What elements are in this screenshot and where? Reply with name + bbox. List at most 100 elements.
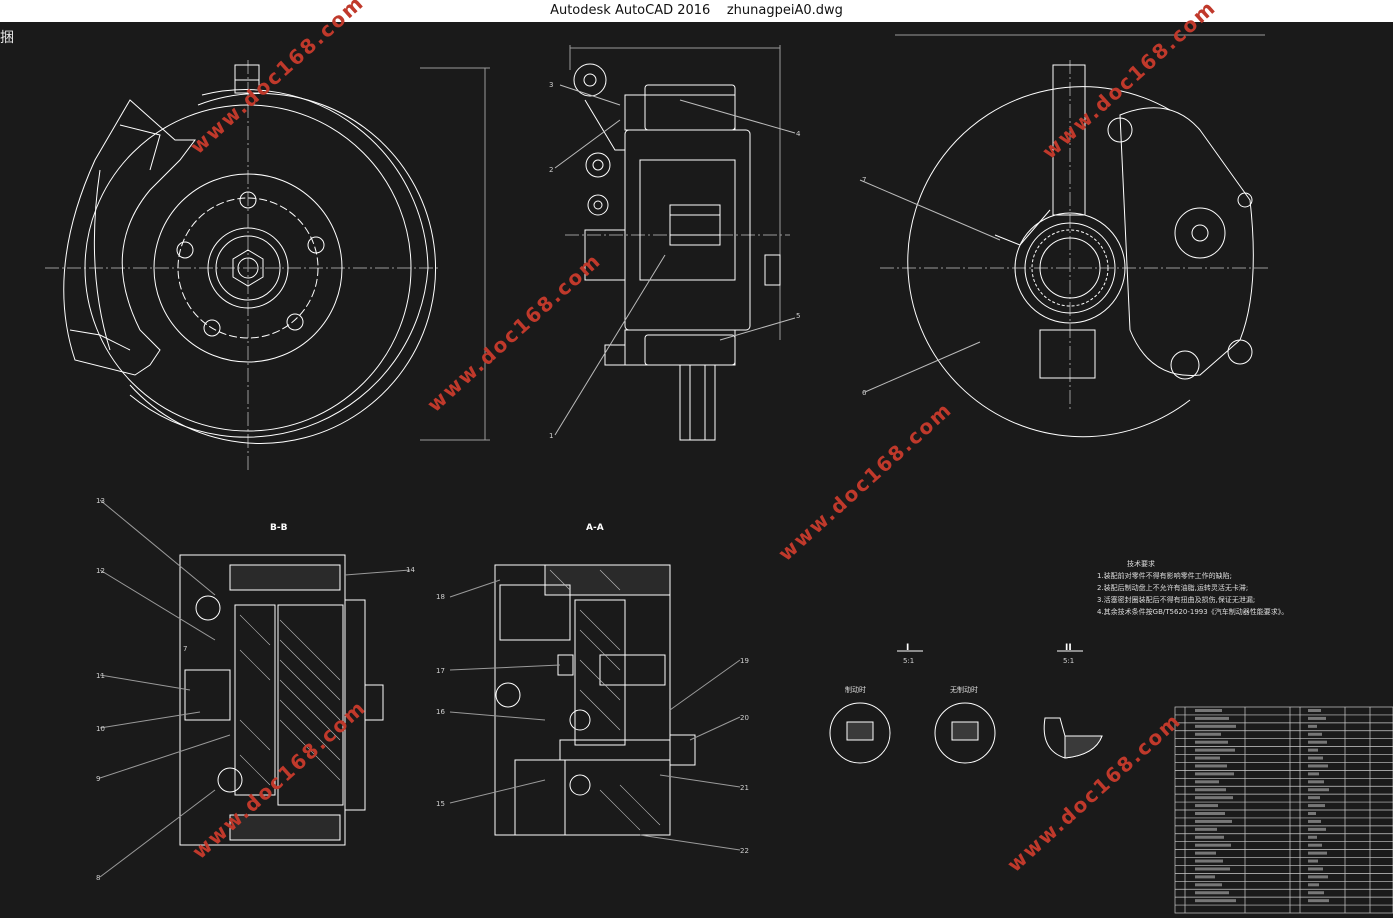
- title-block-cell-text: [1308, 835, 1317, 839]
- part-label-17: 17: [436, 667, 445, 675]
- title-block-cell-text: [1308, 796, 1320, 800]
- title-block: [1174, 706, 1393, 914]
- title-block-cell-text: [1195, 827, 1217, 831]
- title-block-cell-text: [1308, 827, 1326, 831]
- part-label-14: 14: [406, 566, 415, 574]
- title-block-cell-text: [1308, 724, 1317, 728]
- detail-1-mark: I: [906, 643, 909, 653]
- section-aa: [449, 564, 741, 851]
- title-block-cell-text: [1308, 709, 1321, 712]
- part-label-21: 21: [740, 784, 749, 792]
- front-view: [45, 60, 490, 470]
- title-block-cell-text: [1308, 883, 1319, 887]
- title-block-cell-text: [1195, 732, 1221, 736]
- title-block-cell-text: [1195, 819, 1232, 823]
- tech-req-item-1: 1.装配前对零件不得有影响零件工作的缺陷;: [1097, 571, 1232, 580]
- side-view: [554, 45, 796, 441]
- title-block-cell-text: [1195, 764, 1227, 768]
- detail-3-mark: II: [1065, 643, 1072, 653]
- part-label-12: 12: [96, 567, 105, 575]
- title-block-cell-text: [1308, 764, 1328, 768]
- part-label-7: 7: [862, 176, 866, 184]
- part-label-3: 3: [549, 81, 553, 89]
- section-bb: [99, 499, 411, 878]
- part-label-7b: 7: [183, 645, 187, 653]
- detail-3-scale: 5:1: [1063, 657, 1074, 665]
- title-block-cell-text: [1195, 851, 1216, 855]
- title-block-cell-text: [1308, 843, 1322, 847]
- part-label-18: 18: [436, 593, 445, 601]
- title-block-cell-text: [1195, 716, 1229, 720]
- title-block-cell-text: [1308, 740, 1327, 744]
- tech-req-item-4: 4.其余技术条件按GB/T5620-1993《汽车制动器性能要求》。: [1097, 607, 1288, 616]
- watermark-3: www.doc168.com: [1037, 0, 1221, 164]
- detail-1-scale: 5:1: [903, 657, 914, 665]
- part-label-8: 8: [96, 874, 100, 882]
- part-label-19: 19: [740, 657, 749, 665]
- title-block-cell-text: [1195, 835, 1224, 839]
- title-block-cell-text: [1195, 859, 1223, 863]
- section-bb-labels: B-B 13 12 11 10 9 8 14 7: [96, 497, 415, 882]
- part-label-10: 10: [96, 725, 105, 733]
- title-block-cell-text: [1308, 851, 1327, 855]
- title-block-cell-text: [1308, 891, 1324, 895]
- technical-requirements: 技术要求 1.装配前对零件不得有影响零件工作的缺陷; 2.装配后制动盘上不允许有…: [1097, 559, 1288, 616]
- title-block-cell-text: [1195, 788, 1226, 792]
- title-block-cell-text: [1195, 804, 1218, 808]
- title-block-cell-text: [1195, 843, 1231, 847]
- detail-1-caption: 制动时: [845, 685, 866, 694]
- watermark-2: www.doc168.com: [422, 248, 606, 417]
- title-block-cell-text: [1195, 780, 1219, 784]
- title-block-cell-text: [1308, 819, 1321, 823]
- title-block-cell-text: [1195, 756, 1220, 760]
- title-block-cell-text: [1308, 788, 1329, 792]
- title-block-cell-text: [1195, 867, 1230, 871]
- title-block-cell-text: [1195, 772, 1234, 776]
- part-label-13: 13: [96, 497, 105, 505]
- title-block-cell-text: [1308, 772, 1319, 776]
- title-block-cell-text: [1195, 796, 1233, 800]
- title-block-cell-text: [1308, 812, 1316, 815]
- tech-req-item-3: 3.活塞密封圈装配后不得有扭曲及损伤,保证无泄漏;: [1097, 595, 1255, 604]
- part-label-5: 5: [796, 312, 800, 320]
- title-block-cell-text: [1195, 748, 1235, 752]
- side-view-labels: 3 2 4 5 1: [549, 81, 801, 440]
- title-block-cell-text: [1308, 859, 1318, 863]
- title-block-cell-text: [1195, 812, 1225, 815]
- section-aa-labels: A-A 18 17 16 15 19 20 21 22: [436, 523, 749, 855]
- part-label-20: 20: [740, 714, 749, 722]
- part-label-15: 15: [436, 800, 445, 808]
- title-block-cell-text: [1308, 867, 1323, 871]
- part-label-9: 9: [96, 775, 100, 783]
- title-block-cell-text: [1308, 804, 1325, 808]
- detail-2-caption: 无制动时: [950, 685, 978, 694]
- title-block-cell-text: [1195, 899, 1236, 903]
- tech-req-title: 技术要求: [1127, 559, 1155, 568]
- section-bb-title: B-B: [270, 523, 288, 533]
- title-block-cell-text: [1195, 875, 1215, 879]
- window-title: Autodesk AutoCAD 2016 zhunagpeiA0.dwg: [550, 3, 843, 18]
- title-block-cell-text: [1195, 740, 1228, 744]
- part-label-22: 22: [740, 847, 749, 855]
- watermark-4: www.doc168.com: [773, 397, 957, 566]
- detail-views: [829, 650, 1103, 764]
- title-block-cell-text: [1195, 724, 1236, 728]
- title-block-cell-text: [1308, 899, 1329, 903]
- title-block-cell-text: [1195, 891, 1229, 895]
- tech-req-item-2: 2.装配后制动盘上不允许有油脂,运转灵活无卡滞;: [1097, 583, 1248, 592]
- title-block-cell-text: [1195, 709, 1222, 712]
- watermark-6: www.doc168.com: [1002, 708, 1186, 877]
- title-block-cell-text: [1308, 748, 1318, 752]
- title-block-cell-text: [1308, 732, 1322, 736]
- part-label-6: 6: [862, 389, 867, 397]
- title-block-cell-text: [1308, 756, 1323, 760]
- part-label-2: 2: [549, 166, 553, 174]
- title-block-cell-text: [1195, 883, 1222, 887]
- title-block-cell-text: [1308, 780, 1324, 784]
- title-block-cell-text: [1308, 716, 1326, 720]
- part-label-4: 4: [796, 130, 801, 138]
- rear-view-labels: 7 6: [862, 176, 867, 397]
- part-label-16: 16: [436, 708, 445, 716]
- section-aa-title: A-A: [586, 523, 604, 533]
